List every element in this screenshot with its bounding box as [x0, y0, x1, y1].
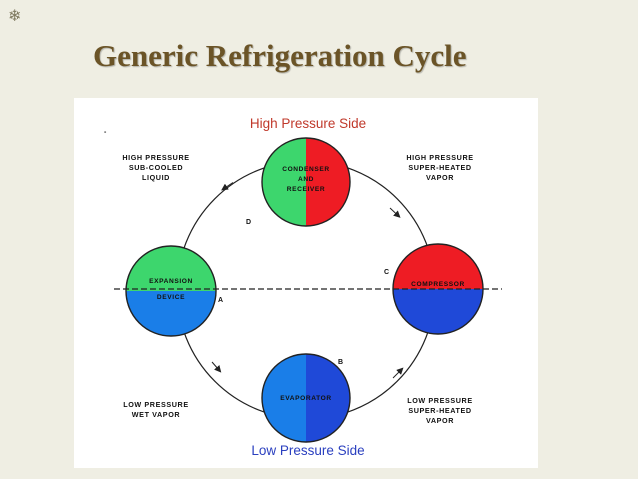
state-top-right-line1: HIGH PRESSURE — [406, 153, 473, 162]
state-bottom-left-line2: WET VAPOR — [132, 410, 181, 419]
flow-arrow-top-right — [389, 207, 401, 218]
state-top-left-line3: LIQUID — [142, 173, 170, 182]
expansion-label-line2: DEVICE — [157, 294, 185, 301]
corner-ornament-icon: ❄ — [8, 8, 22, 25]
flow-arrow-top-left — [221, 182, 234, 191]
expansion-device-node: EXPANSION DEVICE — [125, 245, 217, 337]
condenser-label-line1: CONDENSER — [282, 166, 330, 173]
condenser-receiver-node: CONDENSER AND RECEIVER — [261, 137, 351, 227]
state-top-right: HIGH PRESSURE SUPER-HEATED VAPOR — [406, 153, 473, 182]
expansion-label-line1: EXPANSION — [149, 278, 193, 285]
compressor-label: COMPRESSOR — [411, 281, 465, 288]
refrigeration-cycle-diagram: - High Pressure Side Low Pressure Side C… — [74, 98, 538, 468]
state-top-left-line2: SUB-COOLED — [129, 163, 183, 172]
slide-title: Generic Refrigeration Cycle — [93, 38, 467, 73]
state-top-left-line1: HIGH PRESSURE — [122, 153, 189, 162]
condenser-label-line3: RECEIVER — [287, 186, 326, 193]
state-top-right-line2: SUPER-HEATED — [408, 163, 471, 172]
state-bottom-right-line1: LOW PRESSURE — [407, 396, 473, 405]
condenser-label-line2: AND — [298, 176, 314, 183]
state-bottom-right-line3: VAPOR — [426, 416, 454, 425]
point-d-label: D — [246, 219, 251, 226]
state-top-right-line3: VAPOR — [426, 173, 454, 182]
point-b-label: B — [338, 359, 343, 366]
stray-mark: - — [104, 129, 107, 136]
evaporator-node: EVAPORATOR — [261, 353, 351, 443]
state-bottom-right: LOW PRESSURE SUPER-HEATED VAPOR — [407, 396, 473, 425]
cycle-diagram-svg: - High Pressure Side Low Pressure Side C… — [104, 116, 502, 458]
point-a-label: A — [218, 297, 223, 304]
evaporator-label: EVAPORATOR — [280, 395, 331, 402]
state-bottom-right-line2: SUPER-HEATED — [408, 406, 471, 415]
flow-arrow-bottom-right — [392, 367, 404, 379]
state-bottom-left-line1: LOW PRESSURE — [123, 400, 189, 409]
point-c-label: C — [384, 269, 389, 276]
state-bottom-left: LOW PRESSURE WET VAPOR — [123, 400, 189, 419]
flow-arrow-bottom-left — [211, 361, 222, 373]
low-pressure-side-label: Low Pressure Side — [251, 443, 364, 458]
high-pressure-side-label: High Pressure Side — [250, 116, 366, 131]
state-top-left: HIGH PRESSURE SUB-COOLED LIQUID — [122, 153, 189, 182]
